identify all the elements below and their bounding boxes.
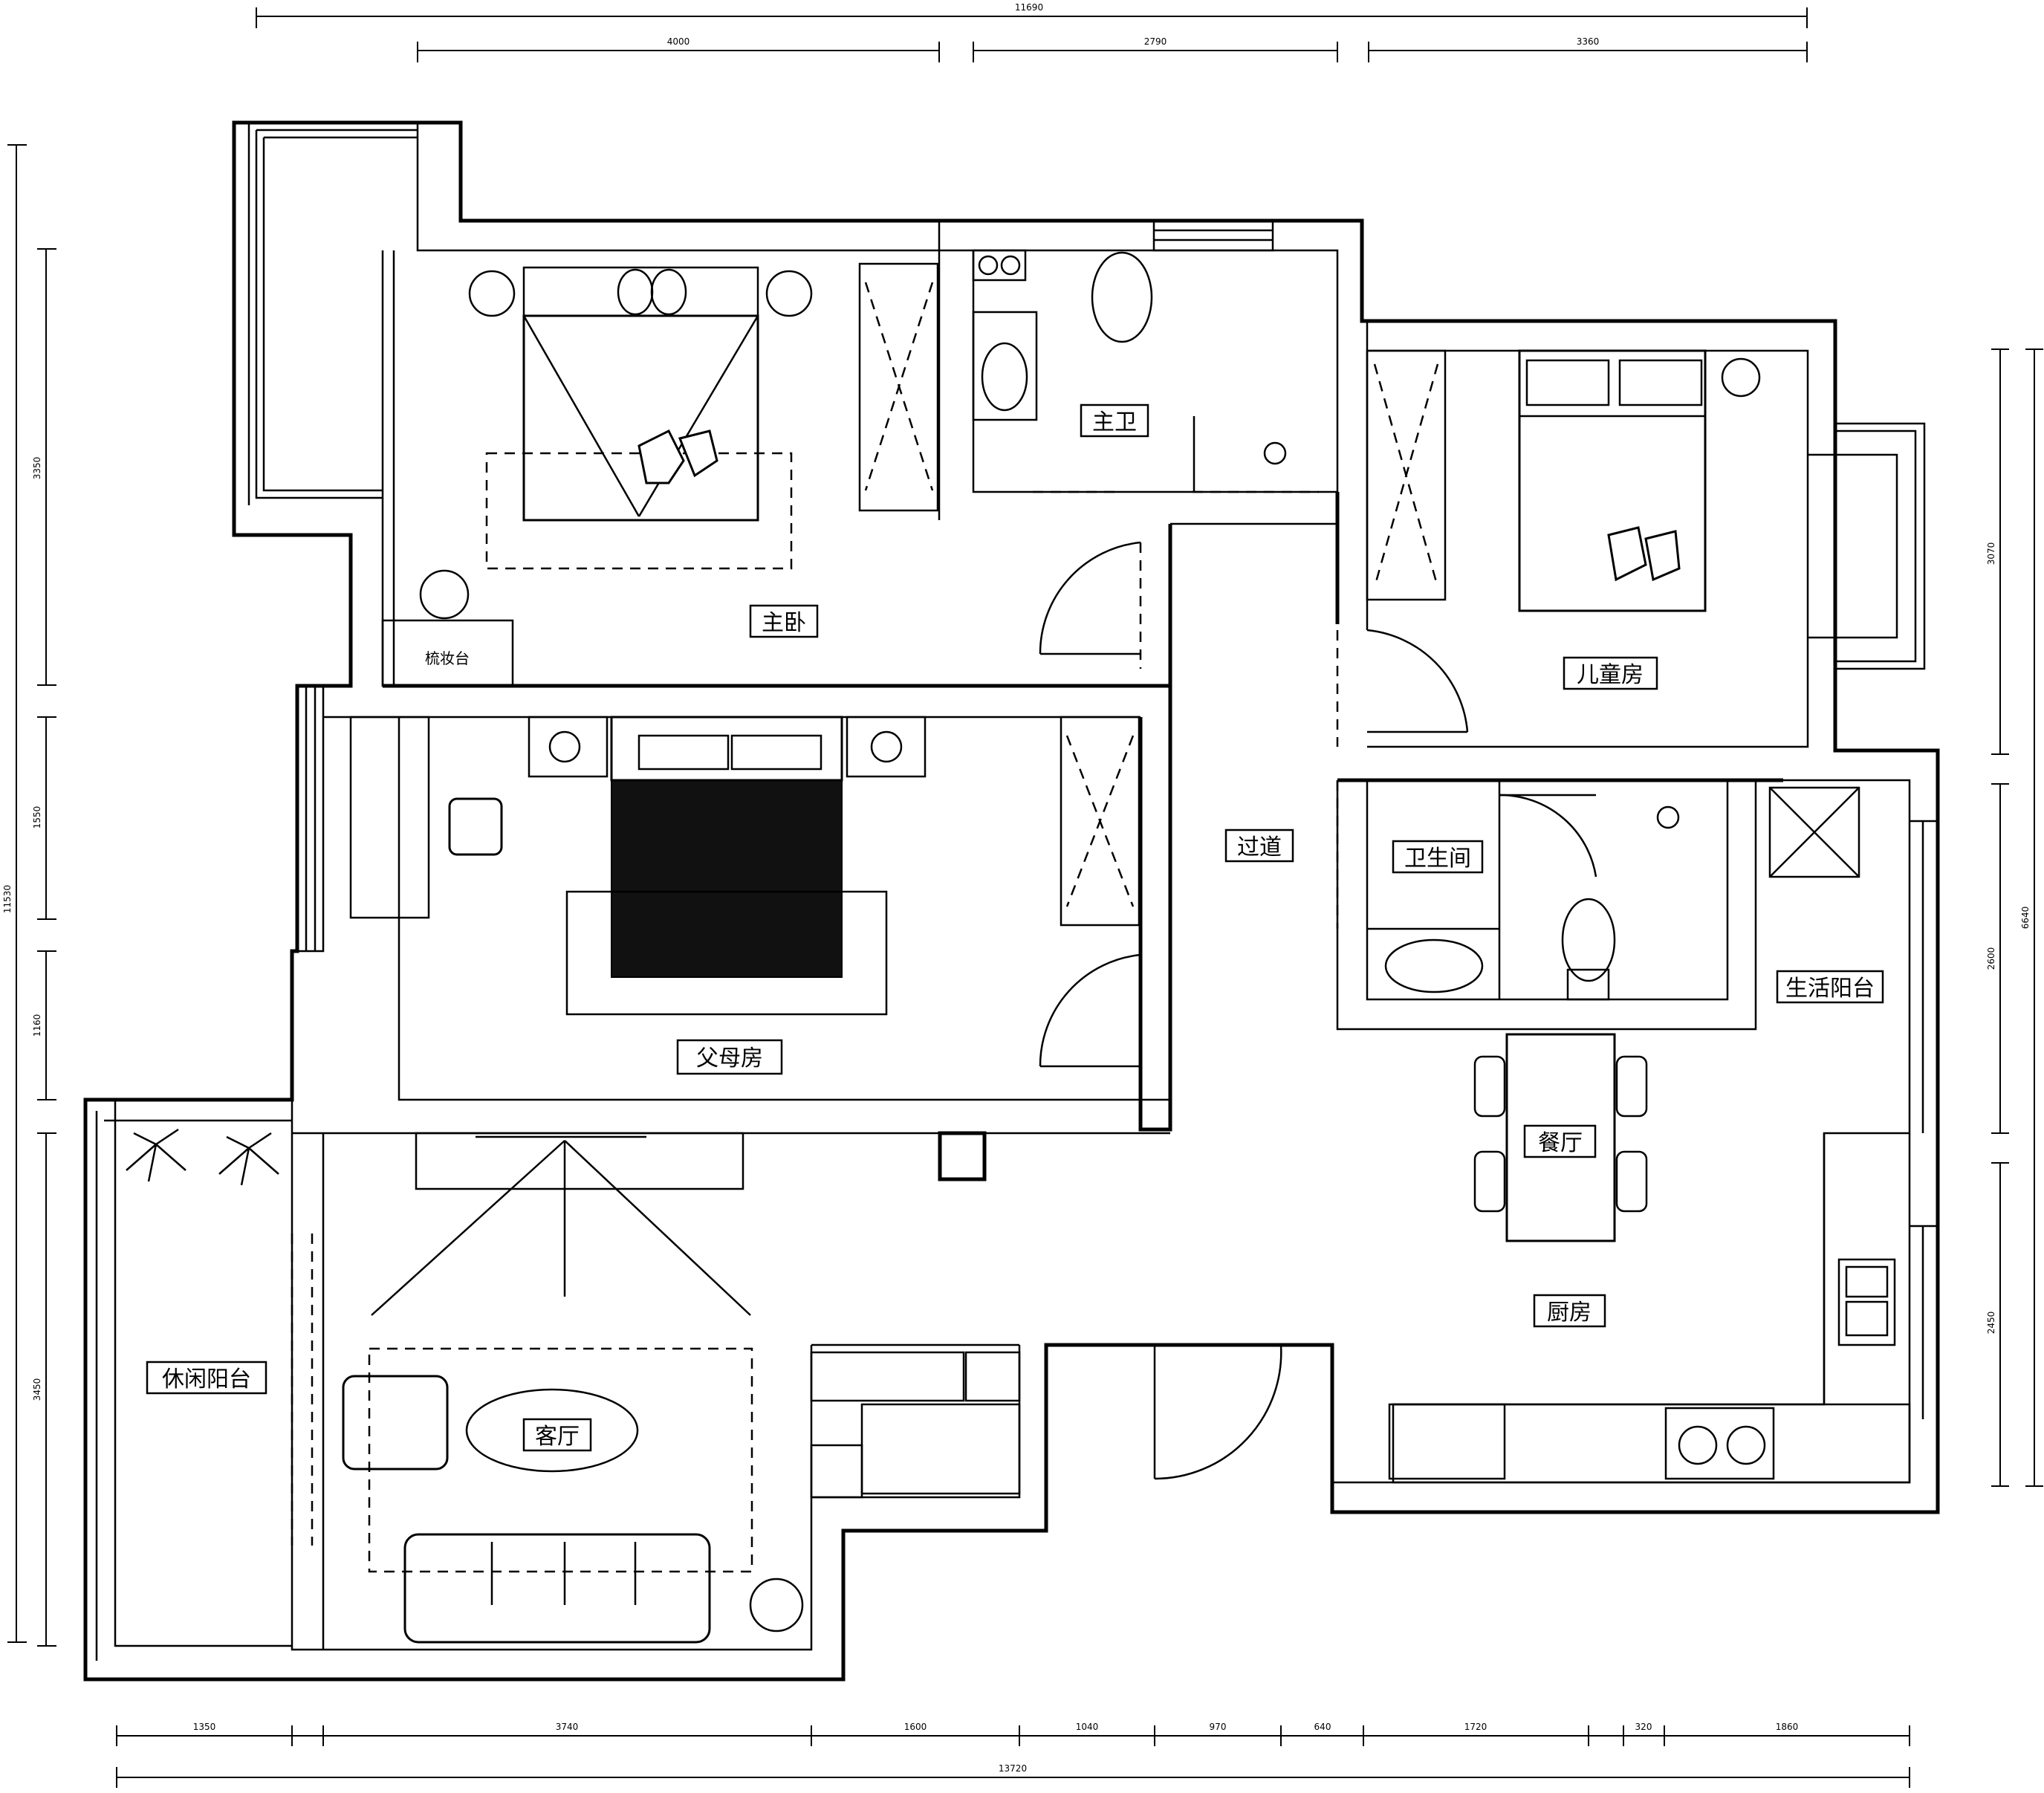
- bathroom-fixtures: [1384, 805, 1680, 1001]
- svg-text:儿童房: 儿童房: [1577, 662, 1644, 688]
- dim-bottom-6: 640: [1314, 1722, 1331, 1732]
- dressing-table: 梳妆台: [381, 569, 514, 687]
- svg-text:主卧: 主卧: [762, 610, 806, 636]
- dim-right-total: 6640: [2020, 907, 2031, 930]
- dim-left-3: 1160: [32, 1014, 42, 1037]
- dim-left-1: 3350: [32, 457, 42, 480]
- room-labels: 主卧 主卫 儿童房 父母房 过道 卫生间 生活阳台 餐厅: [146, 403, 1884, 1452]
- master-bed: [485, 266, 793, 570]
- master-wardrobe: [858, 262, 939, 512]
- svg-text:生活阳台: 生活阳台: [1785, 976, 1875, 1002]
- dim-bottom-segments: 1350 3740 1600 1040 970 640 1720 320 186…: [116, 1722, 1910, 1746]
- dim-left-4: 3450: [32, 1378, 42, 1401]
- svg-text:主卫: 主卫: [1092, 409, 1137, 435]
- dim-top-3: 3360: [1577, 36, 1600, 47]
- dim-bottom-3: 1600: [904, 1722, 927, 1732]
- dim-left-total: 11530: [2, 885, 13, 913]
- label-bathroom: 卫生间: [1392, 840, 1484, 874]
- svg-text:客厅: 客厅: [535, 1424, 580, 1450]
- label-parents-room: 父母房: [676, 1039, 783, 1075]
- dim-right-3: 2450: [1986, 1311, 1996, 1335]
- label-kids-room: 儿童房: [1563, 656, 1658, 690]
- label-master-bath: 主卫: [1080, 403, 1149, 438]
- living-sofa: [342, 1140, 804, 1644]
- svg-text:厨房: 厨房: [1547, 1300, 1592, 1326]
- kitchen-counter: [1388, 1133, 1911, 1484]
- dim-top-2: 2790: [1144, 36, 1167, 47]
- svg-text:父母房: 父母房: [696, 1045, 763, 1071]
- dim-bottom-4: 1040: [1076, 1722, 1099, 1732]
- dim-bottom-7: 1720: [1464, 1722, 1487, 1732]
- label-corridor: 过道: [1224, 829, 1294, 863]
- svg-text:卫生间: 卫生间: [1404, 846, 1471, 872]
- walls: [83, 120, 1940, 1682]
- svg-text:过道: 过道: [1237, 834, 1282, 860]
- dim-bottom-2: 3740: [556, 1722, 579, 1732]
- kids-bed: [1518, 349, 1761, 612]
- dim-top-total: 11690: [256, 2, 1808, 28]
- doors: [291, 490, 1597, 1546]
- plant-icon: [126, 1128, 279, 1186]
- dim-right-1: 3070: [1986, 542, 1996, 565]
- label-dining-room: 餐厅: [1523, 1124, 1597, 1158]
- svg-text:休闲阳台: 休闲阳台: [162, 1366, 251, 1392]
- dim-left-2: 1550: [32, 806, 42, 829]
- label-master-bedroom: 主卧: [749, 604, 819, 638]
- dressing-table-label: 梳妆台: [425, 649, 470, 667]
- washer: [1768, 786, 1860, 878]
- dim-bottom-total: 13720: [999, 1763, 1027, 1774]
- dim-bottom-9: 1860: [1776, 1722, 1799, 1732]
- svg-text:餐厅: 餐厅: [1538, 1130, 1583, 1156]
- label-utility-balcony: 生活阳台: [1776, 970, 1884, 1004]
- parents-bed: [528, 716, 927, 1016]
- dim-right-2: 2600: [1986, 947, 1996, 970]
- label-living-room: 客厅: [522, 1418, 592, 1452]
- dim-bottom-8: 320: [1635, 1722, 1652, 1732]
- parents-wardrobe: [1060, 716, 1141, 927]
- label-leisure-balcony: 休闲阳台: [146, 1361, 267, 1395]
- master-bath-fixtures: [972, 249, 1287, 492]
- living-cabinets: [810, 1351, 1021, 1499]
- dim-top-1: 4000: [667, 36, 690, 47]
- dim-top-total-label: 11690: [1015, 2, 1043, 13]
- label-kitchen: 厨房: [1533, 1294, 1606, 1328]
- dim-bottom-1: 1350: [193, 1722, 216, 1732]
- kids-wardrobe: [1366, 349, 1447, 601]
- furniture: 梳妆台: [126, 249, 1911, 1644]
- dim-bottom-5: 970: [1210, 1722, 1227, 1732]
